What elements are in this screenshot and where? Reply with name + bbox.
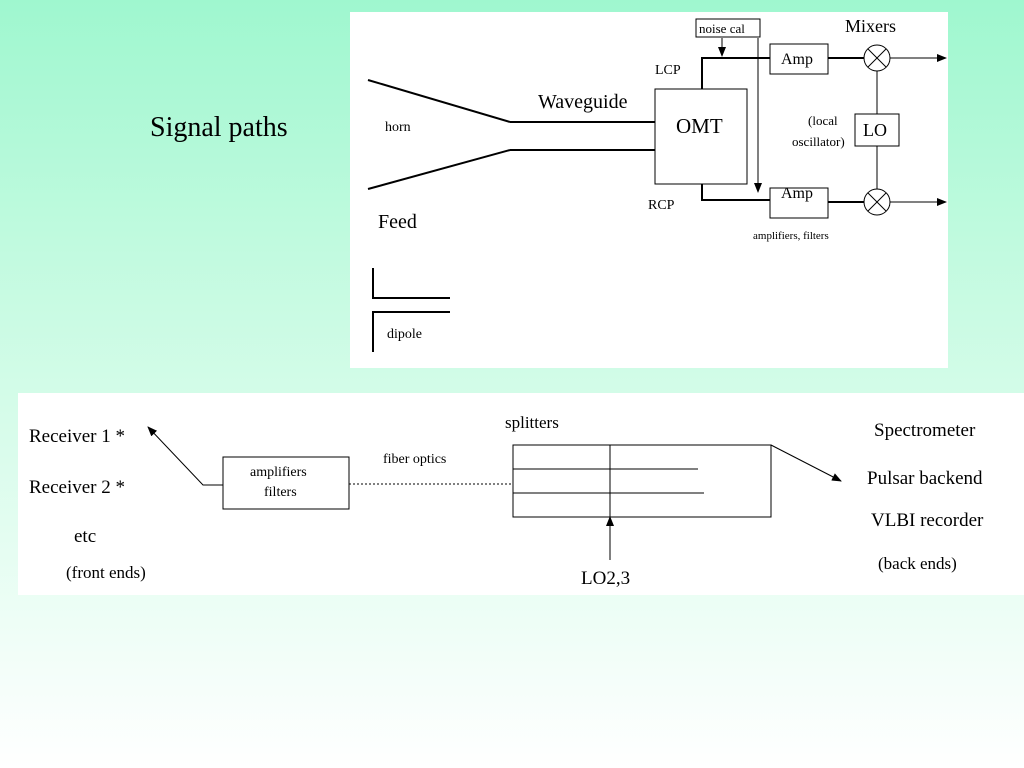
omt-box — [654, 88, 748, 185]
omt-label: OMT — [676, 114, 723, 138]
lcp-path — [701, 57, 770, 89]
front-end-svg: horn Feed Waveguide OMT LCP RCP noise ca… — [367, 16, 947, 352]
splitters-label: splitters — [505, 413, 559, 432]
mixers-label: Mixers — [845, 16, 896, 36]
etc-label: etc — [74, 526, 96, 547]
amp-box-line1: amplifiers — [250, 465, 307, 480]
receiver-arrow — [147, 426, 223, 486]
splitters-box — [512, 444, 772, 518]
amplifiers-filters-box — [222, 456, 350, 510]
receiver1-label: Receiver 1 * — [29, 426, 125, 447]
lo23-label: LO2,3 — [581, 568, 630, 589]
fiber-optics-label: fiber optics — [383, 452, 446, 467]
amp-bottom-label: Amp — [781, 185, 813, 202]
horn-label: horn — [385, 120, 411, 135]
lcp-label: LCP — [655, 63, 681, 78]
backend-arrow — [770, 444, 842, 482]
receiver2-label: Receiver 2 * — [29, 477, 125, 498]
amp-bottom-box — [769, 187, 829, 219]
amp-top-label: Amp — [781, 51, 813, 68]
back-end-diagram: Receiver 1 * Receiver 2 * etc (front end… — [18, 393, 1024, 595]
back-ends-label: (back ends) — [878, 554, 957, 573]
vlbi-recorder-label: VLBI recorder — [871, 510, 984, 531]
noise-cal-label: noise cal — [699, 21, 745, 36]
feed-label: Feed — [378, 211, 417, 233]
amp-top-box — [769, 43, 829, 75]
dipole-upper-arm — [372, 268, 450, 299]
front-ends-label: (front ends) — [66, 563, 146, 582]
lo-label: LO — [863, 120, 887, 140]
local-oscillator-label-2: oscillator) — [792, 134, 845, 149]
rcp-label: RCP — [648, 198, 675, 213]
front-end-diagram: horn Feed Waveguide OMT LCP RCP noise ca… — [350, 12, 948, 368]
horn-lower-edge — [367, 149, 511, 190]
noise-cal-box — [695, 18, 761, 38]
rcp-path — [701, 184, 770, 201]
dipole-label: dipole — [387, 327, 422, 342]
amplifiers-filters-label: amplifiers, filters — [753, 230, 829, 242]
pulsar-backend-label: Pulsar backend — [867, 468, 983, 489]
horn-upper-edge — [367, 79, 511, 123]
amp-box-line2: filters — [264, 485, 297, 500]
dipole-lower-arm — [372, 311, 450, 352]
waveguide-label: Waveguide — [538, 91, 628, 113]
local-oscillator-label-1: (local — [808, 113, 838, 128]
spectrometer-label: Spectrometer — [874, 420, 976, 441]
back-end-svg: Receiver 1 * Receiver 2 * etc (front end… — [29, 413, 984, 589]
slide-title: Signal paths — [150, 112, 288, 143]
